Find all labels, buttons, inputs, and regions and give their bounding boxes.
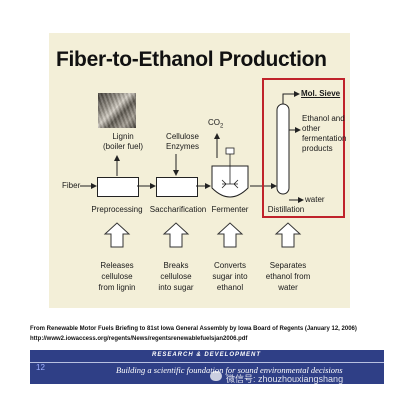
- desc-distillation-1: Separates: [269, 261, 307, 270]
- up-arrow-saccharification: [162, 222, 190, 248]
- co2-label: CO2: [208, 118, 224, 130]
- desc-preprocessing-1: Releases: [100, 261, 134, 270]
- banner-heading: RESEARCH & DEVELOPMENT: [152, 352, 262, 358]
- fiber-label: Fiber: [62, 181, 81, 190]
- lignin-photo: [98, 93, 136, 128]
- up-arrow-distillation: [274, 222, 302, 248]
- step-preprocessing-label: Preprocessing: [91, 205, 143, 214]
- step-saccharification-label: Saccharification: [149, 205, 207, 214]
- preprocessing-box: [97, 177, 139, 197]
- up-arrow-preprocessing: [103, 222, 131, 248]
- step-distillation-label: Distillation: [267, 205, 305, 214]
- step-fermenter-label: Fermenter: [211, 205, 249, 214]
- footer-banner: [30, 350, 384, 384]
- mol-sieve-label: Mol. Sieve: [301, 89, 341, 98]
- page-number: 12: [36, 363, 45, 372]
- products-line-3: fermentation: [302, 134, 347, 143]
- desc-preprocessing-3: from lignin: [98, 283, 136, 292]
- wechat-icon: [210, 371, 222, 381]
- banner-tagline: Building a scientific foundation for sou…: [116, 365, 343, 375]
- up-arrow-fermenter: [216, 222, 244, 248]
- lignin-sublabel: (boiler fuel): [102, 142, 143, 151]
- saccharification-box: [156, 177, 198, 197]
- desc-saccharification-2: cellulose: [160, 272, 192, 281]
- slide-title: Fiber-to-Ethanol Production: [56, 48, 327, 71]
- stirrer-blades: [221, 179, 239, 189]
- desc-saccharification-1: Breaks: [163, 261, 189, 270]
- desc-saccharification-3: into sugar: [158, 283, 194, 292]
- products-line-1: Ethanol and: [302, 114, 345, 123]
- desc-distillation-3: water: [278, 283, 298, 292]
- desc-fermenter-3: ethanol: [216, 283, 244, 292]
- desc-fermenter-2: sugar into: [212, 272, 248, 281]
- enzymes-label: Cellulose: [166, 132, 199, 141]
- citation-text: From Renewable Motor Fuels Briefing to 8…: [30, 326, 357, 332]
- distillation-highlight-box: [262, 78, 345, 218]
- desc-preprocessing-2: cellulose: [101, 272, 133, 281]
- products-line-4: products: [302, 144, 333, 153]
- distillation-column: [276, 103, 290, 195]
- desc-fermenter-1: Converts: [213, 261, 246, 270]
- citation-url[interactable]: http://www2.iowaccess.org/regents/News/r…: [30, 336, 248, 342]
- enzymes-sublabel: Enzymes: [166, 142, 199, 151]
- desc-distillation-2: ethanol from: [265, 272, 311, 281]
- stirrer-motor: [225, 147, 235, 155]
- water-label: water: [305, 195, 325, 204]
- watermark-text: 微信号: zhouzhouxiangshang: [226, 374, 344, 384]
- arrow-to-mol-sieve: [282, 91, 300, 104]
- banner-divider: [30, 362, 384, 363]
- lignin-label: Lignin: [112, 132, 134, 141]
- products-line-2: other: [302, 124, 321, 133]
